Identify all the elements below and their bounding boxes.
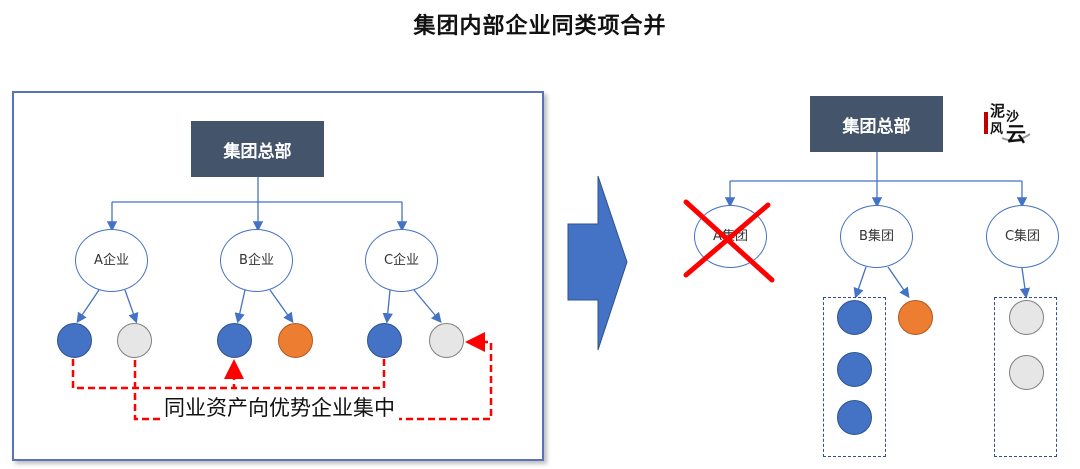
left-c-grey-asset — [429, 323, 464, 358]
right-c-grey-asset-1 — [1009, 300, 1044, 335]
right-enterprise-b: B集团 — [840, 205, 913, 268]
consolidation-note: 同业资产向优势企业集中 — [160, 392, 399, 422]
brand-logo: 泥 沙 风 云 — [980, 100, 1032, 146]
left-b-blue-asset — [217, 323, 252, 358]
logo-char-2: 沙 — [1006, 110, 1020, 125]
right-b-orange-asset — [898, 300, 933, 335]
left-hq-box: 集团总部 — [191, 121, 324, 177]
left-enterprise-b: B企业 — [220, 229, 293, 292]
transition-arrow — [567, 175, 628, 351]
right-enterprise-c: C集团 — [986, 205, 1059, 268]
right-b-blue-asset-2 — [837, 352, 872, 387]
logo-char-4: 云 — [1006, 122, 1026, 146]
right-b-blue-asset-3 — [837, 400, 872, 435]
logo-char-3: 风 — [990, 122, 1004, 137]
right-b-asset-group — [823, 297, 886, 457]
right-c-grey-asset-2 — [1009, 355, 1044, 390]
logo-mark — [984, 112, 1031, 142]
right-hq-box: 集团总部 — [810, 96, 943, 152]
right-tree-lines — [724, 152, 1031, 299]
red-consolidation-paths — [71, 332, 493, 421]
left-enterprise-c: C企业 — [365, 229, 438, 292]
page-title: 集团内部企业同类项合并 — [413, 14, 667, 39]
left-panel-frame — [12, 91, 544, 461]
logo-char-1: 泥 — [990, 102, 1006, 120]
left-c-blue-asset — [367, 323, 402, 358]
left-a-blue-asset — [57, 323, 92, 358]
cross-icon — [683, 199, 775, 283]
right-b-blue-asset-1 — [837, 300, 872, 335]
left-enterprise-a: A企业 — [75, 229, 148, 292]
left-a-grey-asset — [117, 323, 152, 358]
right-c-asset-group — [994, 297, 1057, 457]
left-b-orange-asset — [278, 323, 313, 358]
left-tree-lines — [76, 176, 442, 324]
